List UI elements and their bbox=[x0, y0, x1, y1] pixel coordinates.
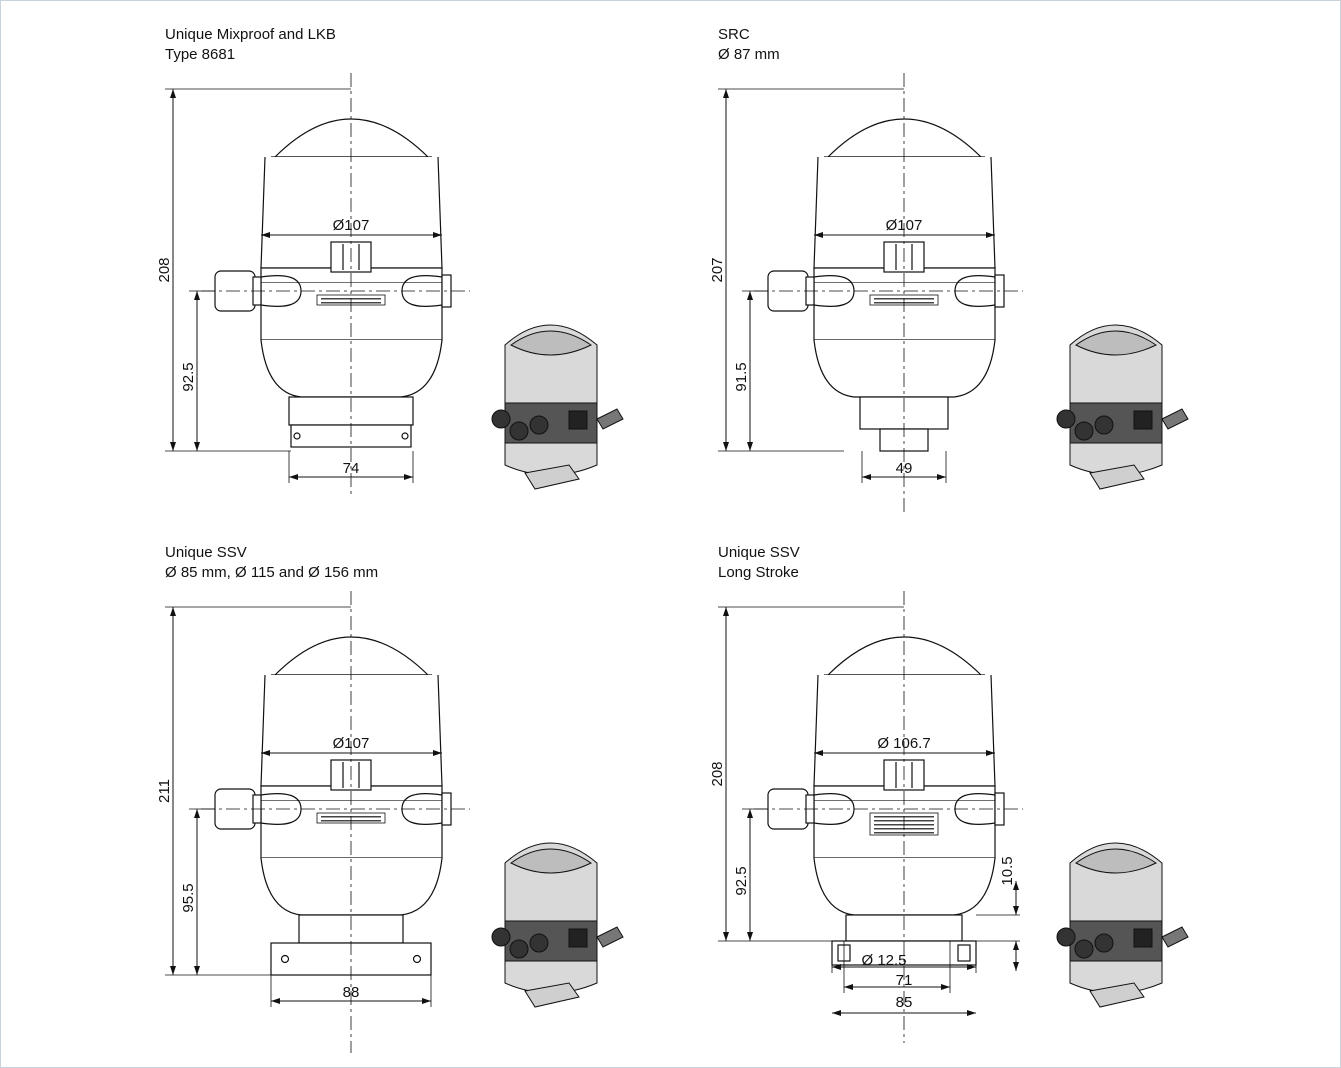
hole-spacing-dimension: 71 bbox=[896, 972, 913, 989]
drawing-panel-3: Unique SSV Ø 85 mm, Ø 115 and Ø 156 mm 211… bbox=[156, 543, 725, 1053]
panel-caption: SRC Ø 87 mm bbox=[718, 25, 780, 65]
technical-drawing: 207 91.5 Ø107 49 bbox=[709, 73, 1189, 515]
dimension-annotations: 208 92.5 Ø 106.7 85 71 Ø 12.5 10.5 bbox=[709, 606, 1020, 1016]
overall-height-dimension: 208 bbox=[156, 257, 173, 282]
technical-drawing: 208 92.5 Ø107 74 bbox=[156, 73, 624, 495]
actuator-body-outline bbox=[214, 118, 452, 398]
panel-subtitle: Type 8681 bbox=[165, 46, 236, 63]
base-width-dimension: 74 bbox=[343, 460, 360, 477]
device-perspective-view bbox=[491, 842, 624, 1008]
dimension-annotations: 207 91.5 Ø107 49 bbox=[709, 88, 995, 483]
technical-drawing: 208 92.5 Ø 106.7 85 71 Ø 12.5 10.5 bbox=[709, 591, 1189, 1043]
panel-title: Unique SSV bbox=[718, 544, 800, 561]
axis-height-dimension: 95.5 bbox=[180, 883, 197, 912]
panel-subtitle: Ø 87 mm bbox=[718, 46, 780, 63]
overall-height-dimension: 207 bbox=[709, 257, 726, 282]
base-width-dimension: 49 bbox=[896, 460, 913, 477]
technical-drawing: 211 95.5 Ø107 88 bbox=[156, 591, 624, 1053]
base-width-dimension: 85 bbox=[896, 994, 913, 1011]
drawing-panel-4: Unique SSV Long Stroke 208 92.5 Ø 106.7 85 71 Ø… bbox=[709, 543, 1278, 1043]
panel-subtitle: Long Stroke bbox=[718, 564, 799, 581]
panel-subtitle: Ø 85 mm, Ø 115 and Ø 156 mm bbox=[165, 564, 379, 581]
overall-height-dimension: 211 bbox=[156, 779, 173, 803]
flange-thickness-dimension: 10.5 bbox=[999, 856, 1016, 885]
panel-title: Unique SSV bbox=[165, 544, 247, 561]
drawing-panel-1: Unique Mixproof and LKB Type 8681 208 92.5 Ø… bbox=[156, 25, 725, 525]
device-perspective-view bbox=[1056, 842, 1189, 1008]
device-perspective-view bbox=[491, 324, 624, 490]
body-diameter-dimension: Ø107 bbox=[333, 217, 370, 234]
dimension-annotations: 208 92.5 Ø107 74 bbox=[156, 88, 442, 483]
axis-height-dimension: 92.5 bbox=[733, 866, 750, 895]
panel-caption: Unique Mixproof and LKB Type 8681 bbox=[165, 25, 336, 65]
body-diameter-dimension: Ø107 bbox=[333, 735, 370, 752]
base-width-dimension: 88 bbox=[343, 984, 360, 1001]
drawing-panel-2: SRC Ø 87 mm 207 91.5 Ø107 49 bbox=[709, 25, 1278, 525]
body-diameter-dimension: Ø 106.7 bbox=[877, 735, 930, 752]
axis-height-dimension: 92.5 bbox=[180, 362, 197, 391]
actuator-body-outline bbox=[767, 636, 1005, 916]
dimension-annotations: 211 95.5 Ø107 88 bbox=[156, 606, 442, 1007]
panel-caption: Unique SSV Long Stroke bbox=[718, 543, 800, 583]
panel-title: SRC bbox=[718, 26, 750, 43]
actuator-body-outline bbox=[767, 118, 1005, 398]
panel-title: Unique Mixproof and LKB bbox=[165, 26, 336, 43]
body-diameter-dimension: Ø107 bbox=[886, 217, 923, 234]
actuator-body-outline bbox=[214, 636, 452, 916]
overall-height-dimension: 208 bbox=[709, 761, 726, 786]
panel-caption: Unique SSV Ø 85 mm, Ø 115 and Ø 156 mm bbox=[165, 543, 378, 583]
hole-diameter-dimension: Ø 12.5 bbox=[861, 952, 906, 969]
axis-height-dimension: 91.5 bbox=[733, 362, 750, 391]
device-perspective-view bbox=[1056, 324, 1189, 490]
